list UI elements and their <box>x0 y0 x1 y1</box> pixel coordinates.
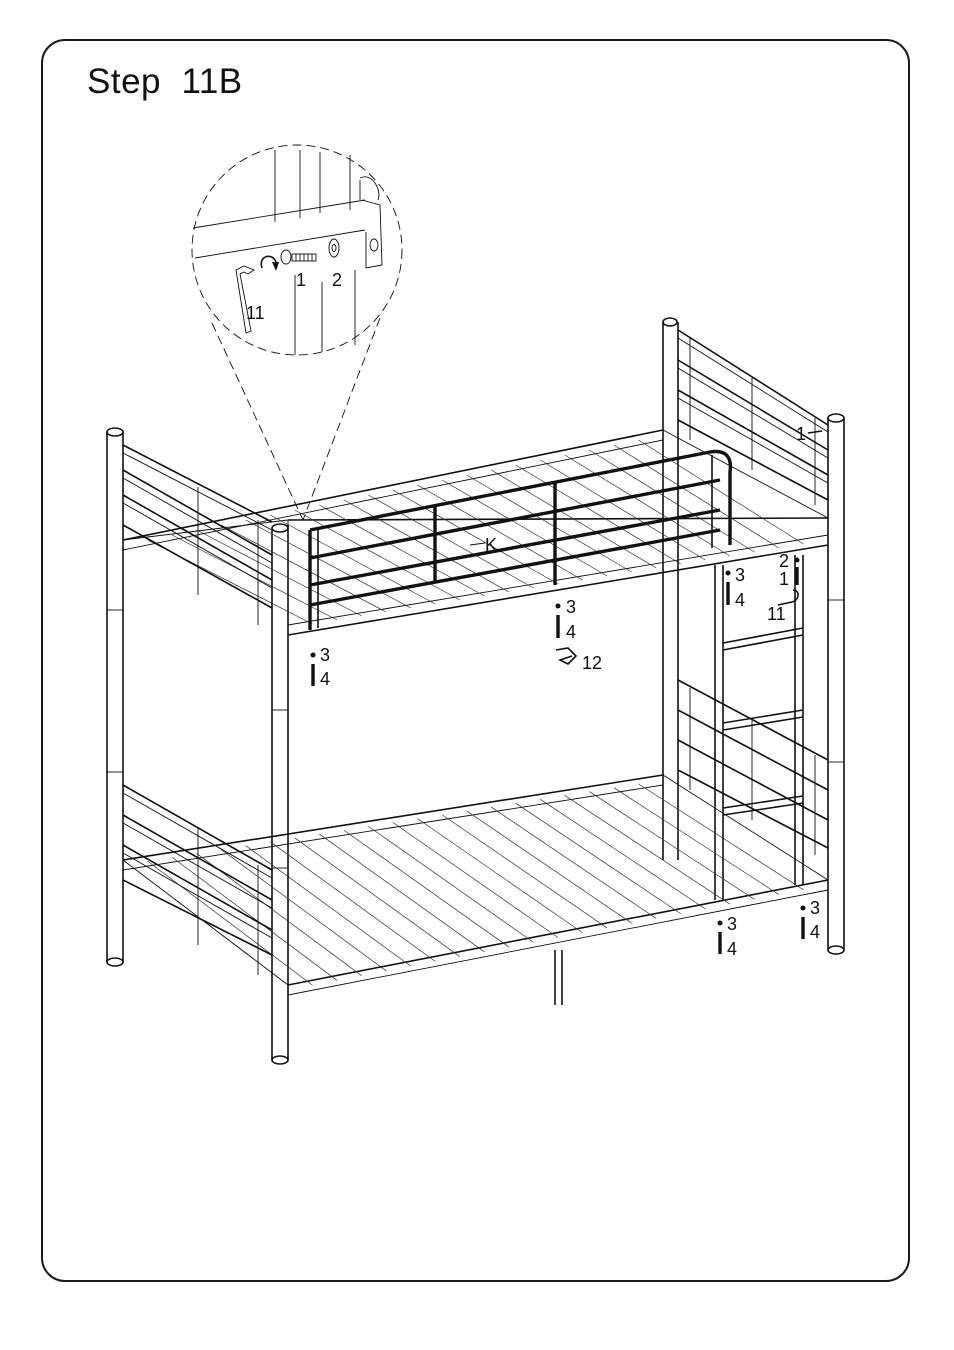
bed-slat <box>172 535 337 620</box>
bed-slat <box>442 815 607 928</box>
bottom-left-footboard <box>123 785 272 975</box>
ladder-cap-label: 3 <box>735 565 745 585</box>
ladder <box>715 555 803 900</box>
bottom-right-screw-label: 4 <box>810 922 820 942</box>
bed-slat <box>516 803 681 913</box>
washer-icon <box>329 239 339 257</box>
bed-slat <box>540 799 705 909</box>
detail-bolt-label: 1 <box>296 270 306 290</box>
detail-wrench-label: 11 <box>246 303 265 323</box>
bottom-mid-screw-label: 4 <box>727 939 737 959</box>
left-cap-label: 3 <box>320 645 330 665</box>
bed-slat <box>393 823 558 938</box>
right-top-washer-label: 2 <box>779 551 789 571</box>
mid-screw-label: 4 <box>566 622 576 642</box>
bed-slat <box>197 530 362 616</box>
bolt-icon <box>281 250 316 264</box>
bed-slat <box>319 834 484 952</box>
bed-slat <box>295 838 460 957</box>
bed-slat <box>344 830 509 947</box>
guard-rail-label: K <box>485 535 497 555</box>
right-top-wrench-label: 11 <box>767 604 786 624</box>
bottom-mid-cap-label: 3 <box>727 914 737 934</box>
bed-slat <box>246 520 411 608</box>
bed-slat <box>270 842 435 962</box>
bed-slat <box>418 819 583 933</box>
detail-washer-label: 2 <box>332 270 342 290</box>
bed-slat <box>221 525 386 612</box>
bottom-right-cap-label: 3 <box>810 898 820 918</box>
right-bolt-label: 1 <box>796 424 806 444</box>
right-top-bolt-label: 1 <box>779 569 789 589</box>
left-screw-label: 4 <box>320 669 330 689</box>
bed-slat <box>246 846 411 966</box>
bed-slat <box>467 811 632 923</box>
mid-tool-label: 12 <box>582 653 602 673</box>
bed-slat <box>491 807 656 918</box>
tool-12-icon <box>556 648 576 664</box>
ladder-screw-label: 4 <box>735 590 745 610</box>
bed-slat <box>565 795 730 904</box>
bed-slat <box>368 826 533 942</box>
bed-slat <box>172 857 337 980</box>
bottom-right-footboard <box>678 680 828 855</box>
detail-callout <box>192 145 402 520</box>
bed-slat <box>270 515 435 604</box>
mid-cap-label: 3 <box>566 597 576 617</box>
